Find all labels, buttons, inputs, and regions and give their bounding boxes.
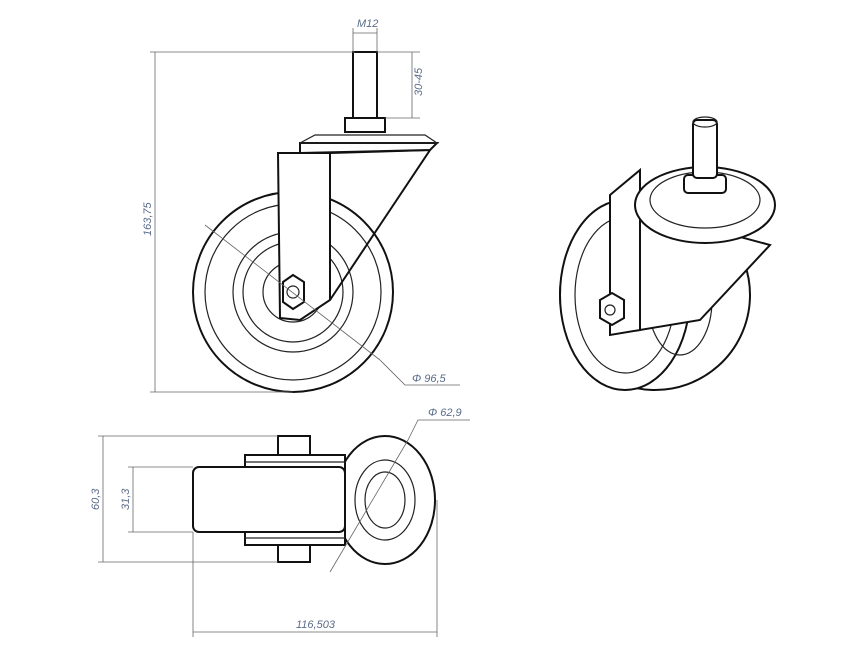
overall-width-label: 60,3 [90, 488, 102, 510]
isometric-view [559, 116, 776, 391]
hub-diameter-label: Φ 62,9 [428, 407, 462, 419]
bottom-view: Φ 62,9 60,3 31,3 116,503 [90, 407, 470, 637]
wheel-side [334, 435, 436, 565]
total-height-label: 163,75 [142, 201, 154, 236]
nut [344, 117, 386, 133]
overall-offset-label: 116,503 [296, 619, 336, 631]
wheel-width-label: 31,3 [120, 488, 132, 510]
thread-label: M12 [357, 18, 378, 30]
axle-nut [282, 273, 305, 311]
top-plate [299, 142, 440, 155]
stem [352, 51, 378, 119]
stem-length-label: 30-45 [413, 67, 425, 96]
iso-stem [692, 119, 718, 179]
wheel-tread [192, 466, 346, 533]
front-view: M12 30-45 163,75 Φ 96,5 [142, 18, 460, 393]
wheel-diameter-label: Φ 96,5 [412, 373, 447, 385]
